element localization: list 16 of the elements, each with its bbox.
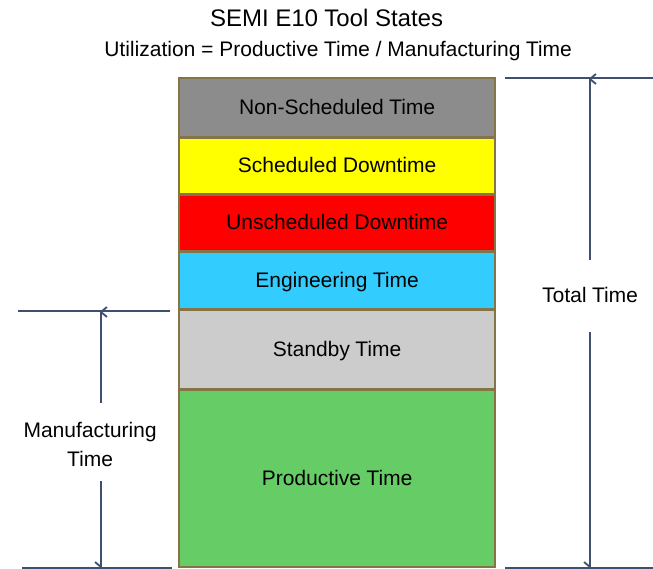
box-label: Standby Time [272,336,402,362]
box-label: Non-Scheduled Time [238,94,436,120]
dimension-label: Manufacturing Time [22,418,158,473]
box-label: Unscheduled Downtime [226,210,448,236]
box-label: Engineering Time [255,268,419,294]
time-state-box [178,309,496,390]
diagram-title: SEMI E10 Tool States [208,4,444,34]
time-state-box [178,194,496,252]
box-label: Scheduled Downtime [238,153,436,179]
time-state-box [178,251,496,310]
time-state-box [178,389,496,568]
dimension-label: Total Time [541,283,639,309]
box-label: Productive Time [262,466,412,492]
formula-text: Utilization = Productive Time / Manufacturing Time [103,37,573,63]
time-state-box [178,77,496,138]
time-state-box [178,137,496,195]
